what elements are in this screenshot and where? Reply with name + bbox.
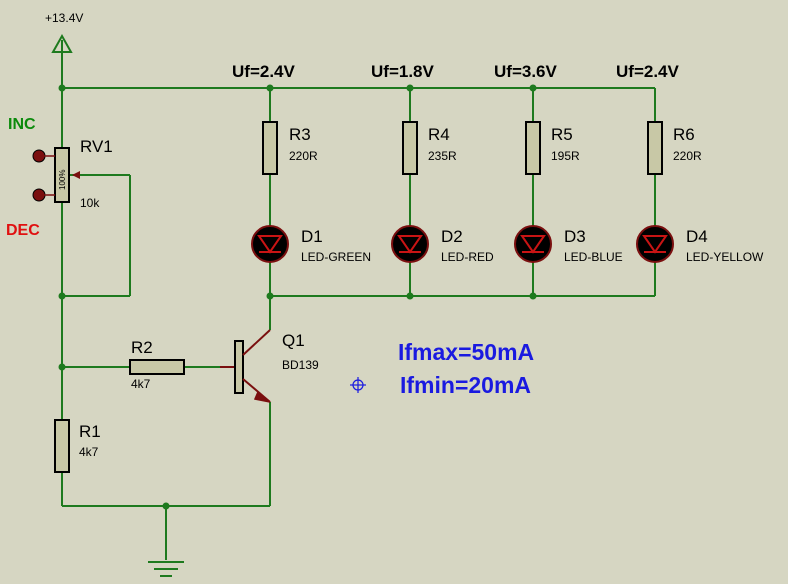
led-body-icon [636, 225, 674, 263]
diode-icon [642, 235, 668, 254]
ground-symbol [148, 561, 184, 577]
uf-label-d3: Uf=3.6V [494, 62, 557, 81]
led-body-icon [514, 225, 552, 263]
led-d2[interactable]: D2 LED-RED [391, 225, 494, 264]
uf-label-d1: Uf=2.4V [232, 62, 295, 81]
r1-ref: R1 [79, 422, 101, 441]
inc-button[interactable]: INC [8, 116, 55, 163]
transistor-base-bar [234, 340, 244, 394]
d1-type: LED-GREEN [301, 250, 371, 264]
transistor-q1[interactable]: Q1 BD139 [220, 329, 319, 403]
led-d1[interactable]: D1 LED-GREEN [251, 225, 371, 264]
rv1-percent: 100% [58, 170, 67, 190]
collector-lead [242, 329, 271, 356]
d2-ref: D2 [441, 227, 463, 246]
resistor-r1[interactable]: R1 4k7 [54, 419, 101, 473]
annotations: Ifmax=50mA Ifmin=20mA [350, 339, 534, 398]
r5-ref: R5 [551, 125, 573, 144]
junction-nodes [58, 84, 537, 510]
q1-ref: Q1 [282, 331, 305, 350]
uf-label-d2: Uf=1.8V [371, 62, 434, 81]
r3-value: 220R [289, 149, 318, 163]
r2-value: 4k7 [131, 377, 151, 391]
d1-ref: D1 [301, 227, 323, 246]
d4-type: LED-YELLOW [686, 250, 764, 264]
dec-label: DEC [6, 222, 40, 239]
resistor-r3[interactable]: R3 220R [262, 121, 318, 175]
d4-ref: D4 [686, 227, 708, 246]
diode-icon [520, 235, 546, 254]
resistor-r6[interactable]: R6 220R [647, 121, 702, 175]
r6-ref: R6 [673, 125, 695, 144]
resistor-r2[interactable]: R2 4k7 [129, 338, 185, 391]
ground-icon [148, 561, 184, 577]
wiper-arrow-icon [72, 171, 80, 179]
resistor-r4[interactable]: R4 235R [402, 121, 457, 175]
supply-voltage-label: +13.4V [45, 11, 83, 25]
potentiometer-rv1[interactable]: 100% RV1 10k [54, 137, 113, 210]
emitter-arrow-icon [253, 390, 271, 403]
d2-type: LED-RED [441, 250, 494, 264]
crosshair-icon [350, 377, 366, 393]
resistor-r5[interactable]: R5 195R [525, 121, 580, 175]
d3-ref: D3 [564, 227, 586, 246]
d3-type: LED-BLUE [564, 250, 623, 264]
power-arrow-icon [51, 33, 73, 53]
led-d4[interactable]: D4 LED-YELLOW [636, 225, 764, 264]
rv1-ref: RV1 [80, 137, 113, 156]
r4-ref: R4 [428, 125, 450, 144]
diode-icon [397, 235, 423, 254]
rv1-body [54, 147, 70, 203]
led-d3[interactable]: D3 LED-BLUE [514, 225, 623, 264]
led-body-icon [251, 225, 289, 263]
r3-ref: R3 [289, 125, 311, 144]
uf-label-d4: Uf=2.4V [616, 62, 679, 81]
q1-type: BD139 [282, 358, 319, 372]
led-body-icon [391, 225, 429, 263]
r6-value: 220R [673, 149, 702, 163]
inc-label: INC [8, 116, 36, 133]
r5-value: 195R [551, 149, 580, 163]
supply-terminal: +13.4V [45, 11, 83, 53]
r2-ref: R2 [131, 338, 153, 357]
ifmin-note: Ifmin=20mA [400, 372, 531, 398]
dec-button[interactable]: DEC [6, 188, 55, 239]
ifmax-note: Ifmax=50mA [398, 339, 534, 365]
uf-labels: Uf=2.4V Uf=1.8V Uf=3.6V Uf=2.4V [232, 62, 679, 81]
r4-value: 235R [428, 149, 457, 163]
rv1-value: 10k [80, 196, 100, 210]
r1-value: 4k7 [79, 445, 99, 459]
diode-icon [257, 235, 283, 254]
